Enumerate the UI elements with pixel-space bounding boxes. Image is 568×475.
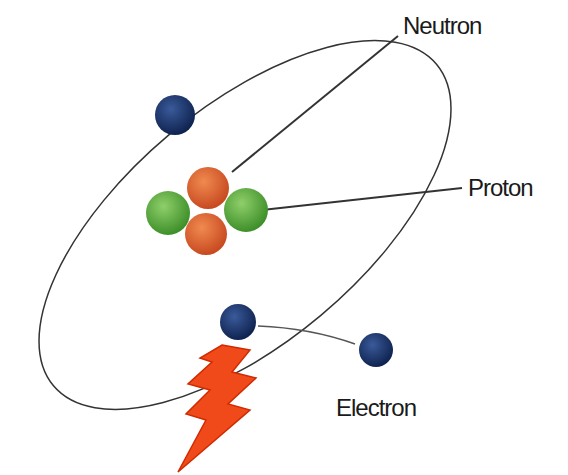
part-label: Proton [468,176,533,200]
leader-line [262,188,462,210]
proton-particle [146,191,190,235]
neutron-particle [185,213,227,255]
proton-particle [224,188,268,232]
free-electron [359,333,393,367]
electron-particle [220,304,256,340]
orbit-path [0,0,512,475]
part-label: Electron [336,396,416,420]
part-label: Neutron [403,14,481,38]
energy-bolt [178,345,256,472]
neutron-particle [187,167,229,209]
ejection-trail [258,326,355,344]
electron-particle [155,95,195,135]
nucleus [146,167,268,255]
leader-line [232,36,398,172]
